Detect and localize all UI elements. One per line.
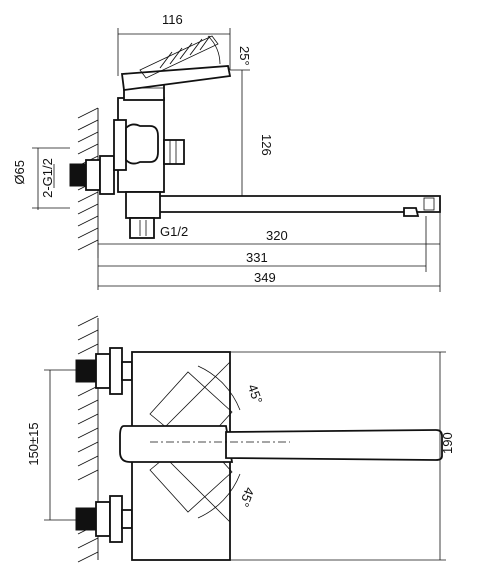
dim-total: 349 xyxy=(254,270,276,285)
top-spout xyxy=(225,429,443,461)
dim-depth: 190 xyxy=(440,432,455,454)
dim-thread-inlet: 2-G1/2 xyxy=(40,158,55,198)
side-view: 116 25° 126 Ø65 2-G1/2 G1/2 320 331 349 xyxy=(12,12,441,292)
dim-thread-outlet: G1/2 xyxy=(160,224,188,239)
dim-height: 126 xyxy=(259,134,274,156)
handle-lever xyxy=(120,65,232,92)
dim-diameter: Ø65 xyxy=(12,160,27,185)
inlet-lower xyxy=(75,507,97,531)
top-view: 45° 45° 150±15 190 xyxy=(26,315,455,563)
dim-angle-lower: 45° xyxy=(237,485,258,509)
dim-top-width: 116 xyxy=(162,12,183,27)
dim-angle-upper: 45° xyxy=(245,382,266,406)
dim-spout: 320 xyxy=(266,228,288,243)
dim-angle-top: 25° xyxy=(237,46,252,66)
outlet-thread xyxy=(129,217,155,239)
dim-centers: 150±15 xyxy=(26,422,41,465)
inlet-upper xyxy=(75,359,97,383)
inlet-connector xyxy=(69,163,87,187)
spout xyxy=(134,195,441,213)
top-handle xyxy=(119,425,234,463)
dim-mid: 331 xyxy=(246,250,268,265)
